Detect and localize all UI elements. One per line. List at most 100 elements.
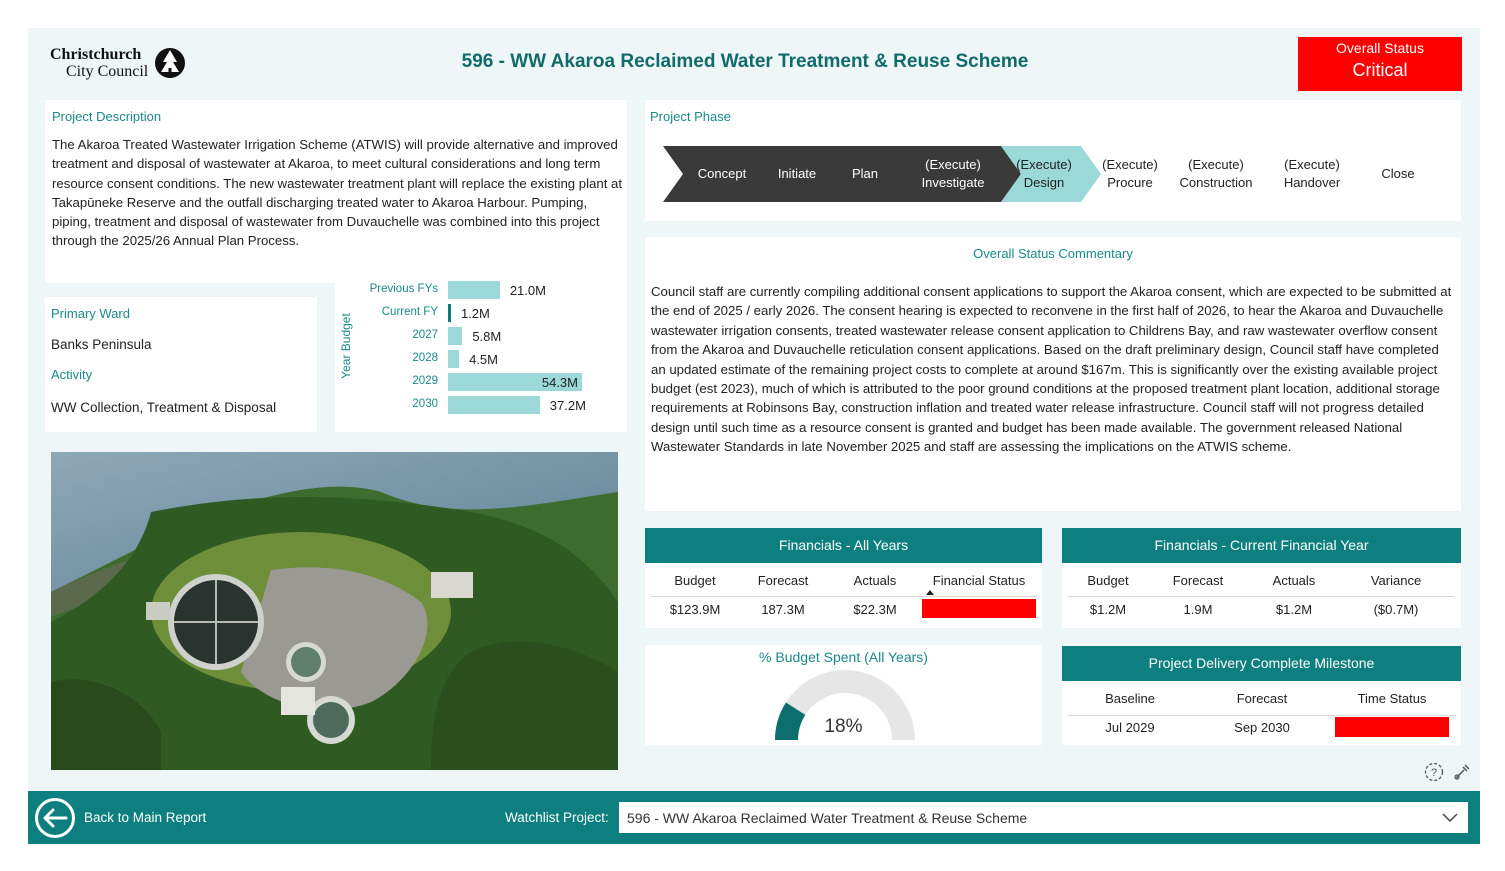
financials-current-year-card: Financials - Current Financial Year Budg… <box>1062 528 1461 628</box>
phase-step: (Execute)Handover <box>1267 146 1357 202</box>
phase-step: Close <box>1353 146 1443 202</box>
status-commentary-card: Overall Status Commentary Council staff … <box>645 237 1461 511</box>
project-description-label: Project Description <box>52 109 162 124</box>
fin-cur-variance-value: ($0.7M) <box>1373 602 1419 617</box>
phase-step-line1: (Execute) <box>1016 157 1072 172</box>
phase-step-line1: Plan <box>851 166 879 181</box>
gauge-fill <box>775 702 806 740</box>
year-budget-bar[interactable] <box>448 396 540 414</box>
fin-all-budget-value: $123.9M <box>669 602 721 617</box>
phase-step-line1: Initiate <box>777 166 817 181</box>
watchlist-label: Watchlist Project: <box>505 810 609 825</box>
phase-step: (Execute) Investigate <box>908 146 998 202</box>
milestone-time-status-header: Time Status <box>1357 691 1427 706</box>
phase-step-line1: (Execute) <box>1188 157 1244 172</box>
project-phase-label: Project Phase <box>650 109 731 124</box>
budget-spent-value: 18% <box>824 716 863 737</box>
ward-activity-card: Primary Ward Banks Peninsula Activity WW… <box>45 297 317 432</box>
activity-value: WW Collection, Treatment & Disposal <box>51 400 277 415</box>
primary-ward-value: Banks Peninsula <box>51 337 152 352</box>
fin-cur-actuals-value: $1.2M <box>1275 602 1313 617</box>
year-budget-bar-value: 5.8M <box>472 329 502 344</box>
year-budget-bar-value: 1.2M <box>460 306 490 321</box>
phase-step-line2: Procure <box>1107 175 1153 190</box>
project-phase-card: Project Phase Concept Initiate Plan (Execut… <box>645 100 1461 221</box>
phase-step-line1: Concept <box>697 166 747 181</box>
back-to-main-report-link[interactable]: Back to Main Report <box>84 810 207 825</box>
year-budget-bar[interactable] <box>448 327 463 345</box>
phase-step-line1: (Execute) <box>925 157 981 172</box>
phase-step-line1: (Execute) <box>1102 157 1158 172</box>
fin-all-divider <box>651 596 1037 597</box>
council-logo: Christchurch City Council <box>50 46 190 86</box>
milestone-title: Project Delivery Complete Milestone <box>1062 646 1461 681</box>
fin-all-status-indicator <box>922 599 1036 618</box>
year-budget-bar-value: 21.0M <box>509 283 546 298</box>
gauge-track <box>775 670 915 740</box>
phase-step-line1: Close <box>1381 166 1415 181</box>
logo-line2: City Council <box>66 63 149 80</box>
fin-all-budget-header: Budget <box>674 573 716 588</box>
financials-all-years-title: Financials - All Years <box>645 528 1042 563</box>
footer-bar: Back to Main Report Watchlist Project: 5… <box>28 791 1480 844</box>
fin-all-status-header: Financial Status <box>932 573 1026 588</box>
project-description-text: The Akaroa Treated Wastewater Irrigation… <box>52 137 623 249</box>
year-budget-bar[interactable] <box>448 304 451 322</box>
financials-all-years-card: Financials - All Years Budget Forecast A… <box>645 528 1042 628</box>
status-commentary-text: Council staff are currently compiling ad… <box>651 284 1452 455</box>
project-site-photo <box>51 452 618 770</box>
year-budget-bar[interactable] <box>448 350 460 368</box>
fin-cur-budget-value: $1.2M <box>1089 602 1127 617</box>
budget-spent-gauge <box>775 670 915 740</box>
site-photo-illustration <box>51 452 618 770</box>
year-budget-bar[interactable] <box>448 373 582 391</box>
year-budget-bar-value: 54.3M <box>541 375 578 390</box>
watchlist-project-select[interactable]: 596 - WW Akaroa Reclaimed Water Treatmen… <box>619 802 1468 833</box>
fin-all-actuals-value: $22.3M <box>853 602 897 617</box>
help-icon[interactable]: ? <box>1424 762 1444 782</box>
phase-step: Concept <box>677 146 767 202</box>
watchlist-selected-value: 596 - WW Akaroa Reclaimed Water Treatmen… <box>627 810 1028 826</box>
svg-text:?: ? <box>1431 767 1437 779</box>
phase-step: Initiate <box>752 146 842 202</box>
phase-step: (Execute) Design <box>999 146 1089 202</box>
fin-cur-actuals-header: Actuals <box>1272 573 1316 588</box>
chevron-down-icon <box>1442 813 1458 823</box>
milestone-baseline-value: Jul 2029 <box>1105 720 1155 735</box>
financials-current-year-title: Financials - Current Financial Year <box>1062 528 1461 563</box>
logo-line1: Christchurch <box>50 46 142 63</box>
budget-spent-title: % Budget Spent (All Years) <box>759 649 928 665</box>
phase-step-line2: Design <box>1023 175 1065 190</box>
phase-step: (Execute)Construction <box>1171 146 1261 202</box>
year-budget-bar[interactable] <box>448 281 500 299</box>
year-budget-row-label: 2028 <box>412 352 438 364</box>
phase-chevrons <box>663 146 1101 202</box>
project-description-card: Project Description The Akaroa Treated W… <box>45 100 627 283</box>
back-arrow-icon[interactable] <box>34 797 76 839</box>
year-budget-row-label: 2030 <box>412 398 438 410</box>
activity-label: Activity <box>51 367 93 382</box>
overall-status-value: Critical <box>1352 60 1408 80</box>
fin-all-forecast-value: 187.3M <box>761 602 805 617</box>
overall-status-label: Overall Status <box>1336 40 1424 56</box>
status-commentary-label: Overall Status Commentary <box>973 246 1133 261</box>
budget-spent-card: % Budget Spent (All Years) 18% <box>645 645 1042 745</box>
phase-step-line2: Handover <box>1283 175 1341 190</box>
milestone-card: Project Delivery Complete Milestone Base… <box>1062 646 1461 745</box>
fin-cur-divider <box>1068 596 1454 597</box>
overall-status-badge: Overall Status Critical <box>1298 37 1462 91</box>
year-budget-row-label: Current FY <box>381 306 438 318</box>
year-budget-bar-value: 4.5M <box>469 352 498 367</box>
fin-cur-forecast-header: Forecast <box>1172 573 1224 588</box>
phase-step: Plan <box>820 146 910 202</box>
year-budget-row-label: 2027 <box>412 329 438 341</box>
milestone-baseline-header: Baseline <box>1105 691 1155 706</box>
phase-step: (Execute) Procure <box>1085 146 1175 202</box>
year-budget-row-label: Previous FYs <box>369 283 438 295</box>
sort-indicator-icon <box>926 590 934 595</box>
tools-icon[interactable] <box>1452 762 1472 782</box>
phase-step-line2: Investigate <box>921 175 985 190</box>
fin-all-forecast-header: Forecast <box>757 573 809 588</box>
